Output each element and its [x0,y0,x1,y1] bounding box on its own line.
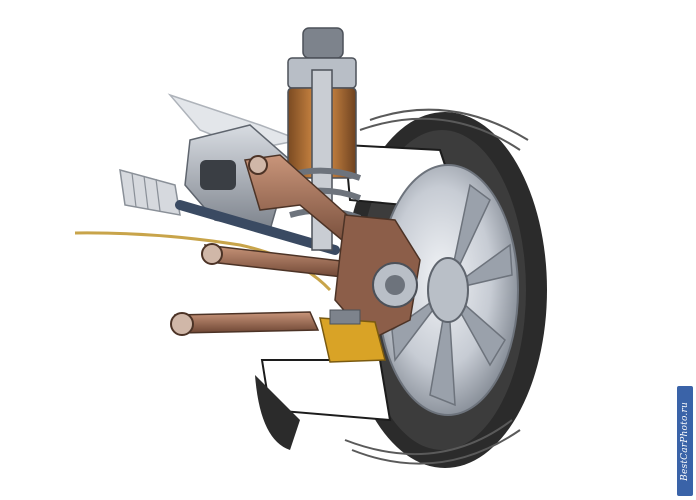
drive-shaft [119,168,340,255]
wheel-rim [377,164,519,416]
wheel-hub-carrier [334,214,421,341]
brake-caliper [319,309,386,363]
lower-control-arm [170,311,320,336]
watermark-badge: BestCarPhoto.ru [677,386,693,496]
watermark-text: BestCarPhoto.ru [680,401,690,481]
